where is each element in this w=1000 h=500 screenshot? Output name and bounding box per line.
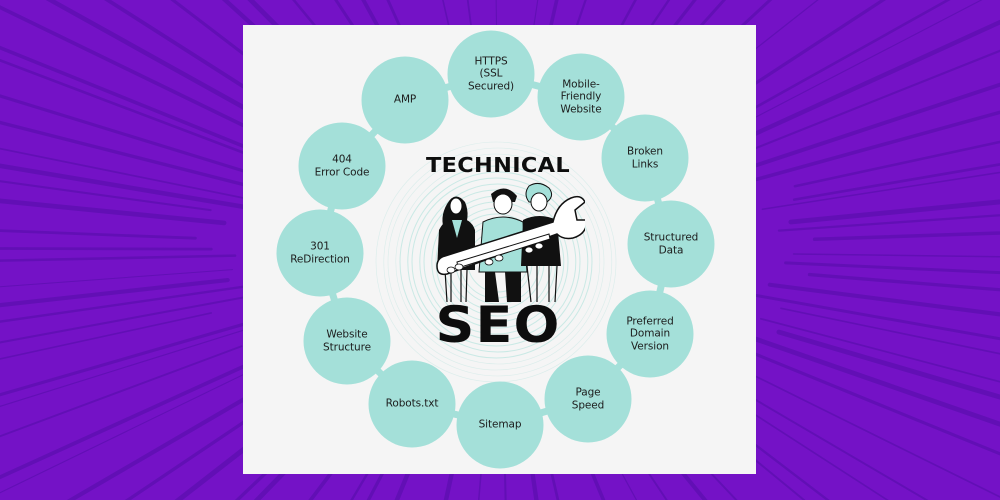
- topic-node[interactable]: HTTPS (SSL Secured): [447, 30, 535, 118]
- topic-node[interactable]: Page Speed: [544, 355, 632, 443]
- title-technical: TECHNICAL: [426, 153, 570, 177]
- topic-node[interactable]: 404 Error Code: [298, 122, 386, 210]
- topic-node[interactable]: 301 ReDirection: [276, 209, 364, 297]
- topic-node[interactable]: Structured Data: [627, 200, 715, 288]
- topic-node[interactable]: Mobile- Friendly Website: [537, 53, 625, 141]
- title-seo: SEO: [435, 296, 561, 354]
- topic-node[interactable]: Robots.txt: [368, 360, 456, 448]
- wrench-icon: [436, 195, 585, 276]
- hands: [446, 242, 544, 274]
- three-people-holding-wrench-icon: [436, 182, 585, 303]
- topic-node[interactable]: Broken Links: [601, 114, 689, 202]
- topic-node[interactable]: Sitemap: [456, 381, 544, 469]
- topic-node[interactable]: AMP: [361, 56, 449, 144]
- topic-node[interactable]: Preferred Domain Version: [606, 290, 694, 378]
- topic-node[interactable]: Website Structure: [303, 297, 391, 385]
